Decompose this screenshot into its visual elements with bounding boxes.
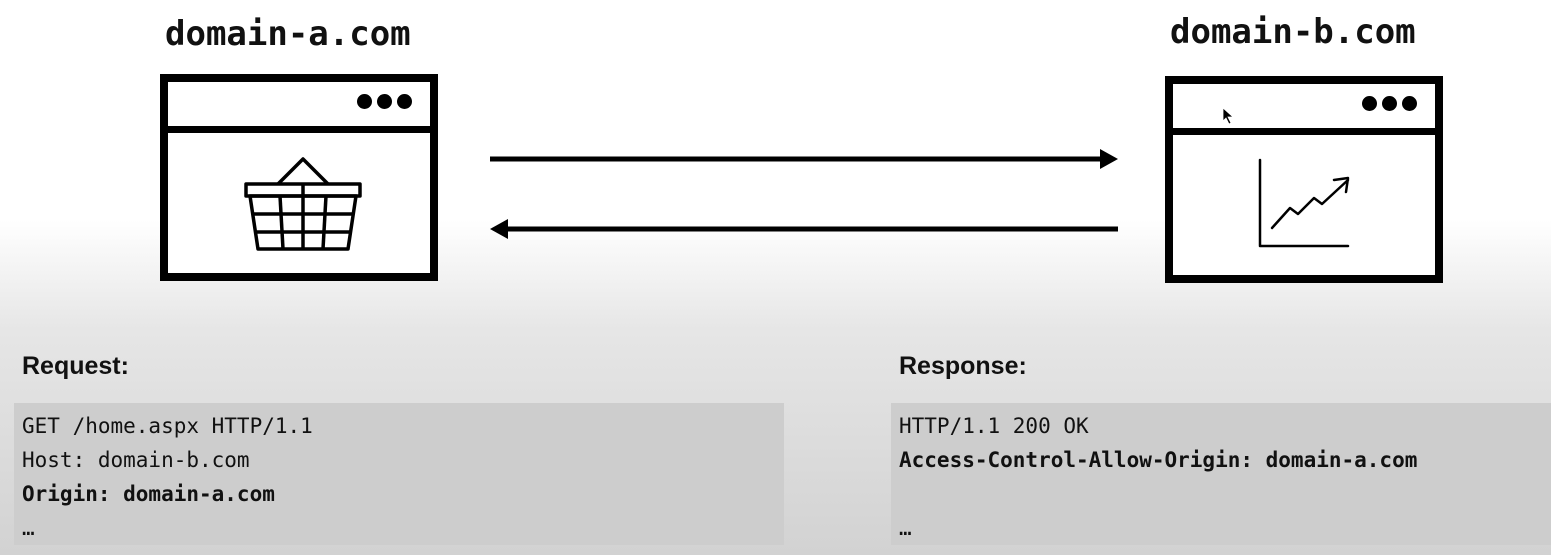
request-arrow-icon — [490, 149, 1118, 169]
mouse-cursor-icon — [1222, 107, 1235, 125]
response-line: HTTP/1.1 200 OK — [899, 414, 1089, 438]
domain-a-title: domain-a.com — [165, 14, 411, 54]
window-menu-dots-icon — [1362, 96, 1417, 111]
response-arrow-icon — [490, 219, 1118, 239]
window-menu-dots-icon — [357, 94, 412, 109]
request-line: GET /home.aspx HTTP/1.1 — [22, 414, 313, 438]
response-label: Response: — [899, 352, 1027, 380]
response-code-box: HTTP/1.1 200 OK Access-Control-Allow-Ori… — [891, 403, 1551, 545]
request-line: Host: domain-b.com — [22, 448, 250, 472]
response-line — [899, 477, 1551, 511]
domain-a-browser-window — [160, 74, 438, 281]
domain-b-title: domain-b.com — [1170, 12, 1416, 52]
domain-b-browser-window — [1165, 76, 1443, 283]
request-label: Request: — [22, 352, 129, 380]
window-title-bar — [1173, 84, 1435, 135]
request-line: Origin: domain-a.com — [22, 482, 275, 506]
request-code-box: GET /home.aspx HTTP/1.1 Host: domain-b.c… — [14, 403, 784, 545]
response-line: Access-Control-Allow-Origin: domain-a.co… — [899, 448, 1418, 472]
trending-chart-icon — [1258, 158, 1350, 248]
response-line: … — [899, 516, 912, 540]
shopping-basket-icon — [244, 157, 362, 251]
window-title-bar — [168, 82, 430, 133]
request-line: … — [22, 516, 35, 540]
